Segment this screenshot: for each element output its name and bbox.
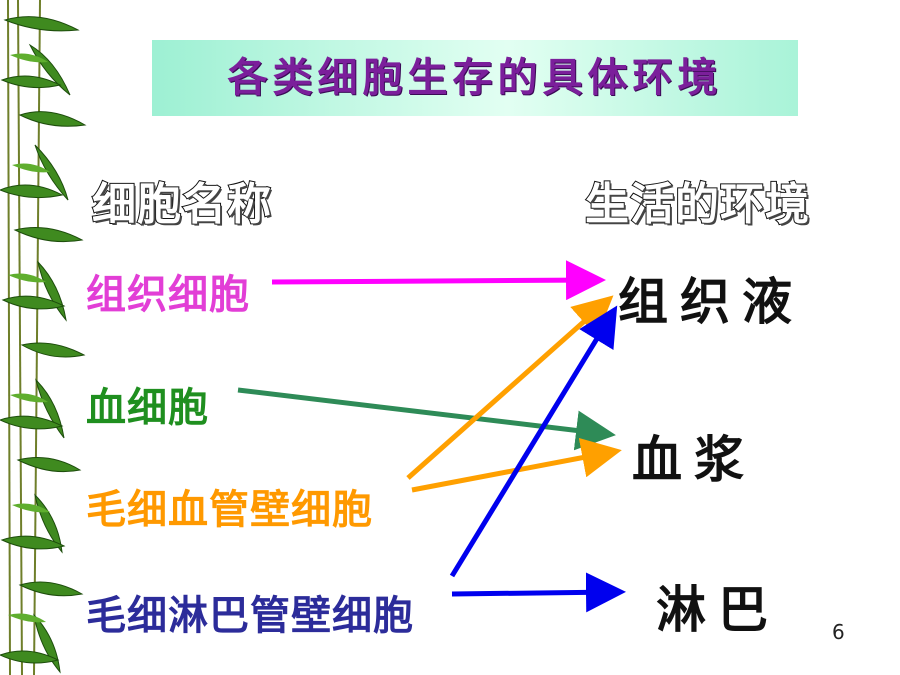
environment-plasma: 血浆 xyxy=(632,430,756,489)
arrow-tissue-cell-to-tissue-fluid xyxy=(271,260,606,301)
page-number: 6 xyxy=(832,620,845,644)
cell-label-blood-cell: 血细胞 xyxy=(86,385,209,431)
arrow-lymph-capillary-wall-cell-to-lymph xyxy=(451,572,626,613)
left-column-header: 细胞名称 xyxy=(91,178,272,231)
page-title: 各类细胞生存的具体环境 xyxy=(227,55,723,101)
arrow-capillary-wall-cell-to-plasma xyxy=(411,437,622,493)
cell-label-capillary-wall-cell: 毛细血管壁细胞 xyxy=(86,487,373,533)
arrow-capillary-wall-cell-to-tissue-fluid xyxy=(406,295,614,480)
bamboo-decoration xyxy=(0,0,90,675)
environment-lymph: 淋巴 xyxy=(656,580,780,639)
cell-label-lymph-capillary-wall-cell: 毛细淋巴管壁细胞 xyxy=(86,593,414,639)
environment-tissue-fluid: 组织液 xyxy=(618,272,804,331)
title-banner: 各类细胞生存的具体环境 xyxy=(152,40,798,116)
right-column-header: 生活的环境 xyxy=(584,178,810,231)
cell-label-tissue-cell: 组织细胞 xyxy=(86,272,250,318)
arrow-lymph-capillary-wall-cell-to-tissue-fluid xyxy=(449,305,618,578)
